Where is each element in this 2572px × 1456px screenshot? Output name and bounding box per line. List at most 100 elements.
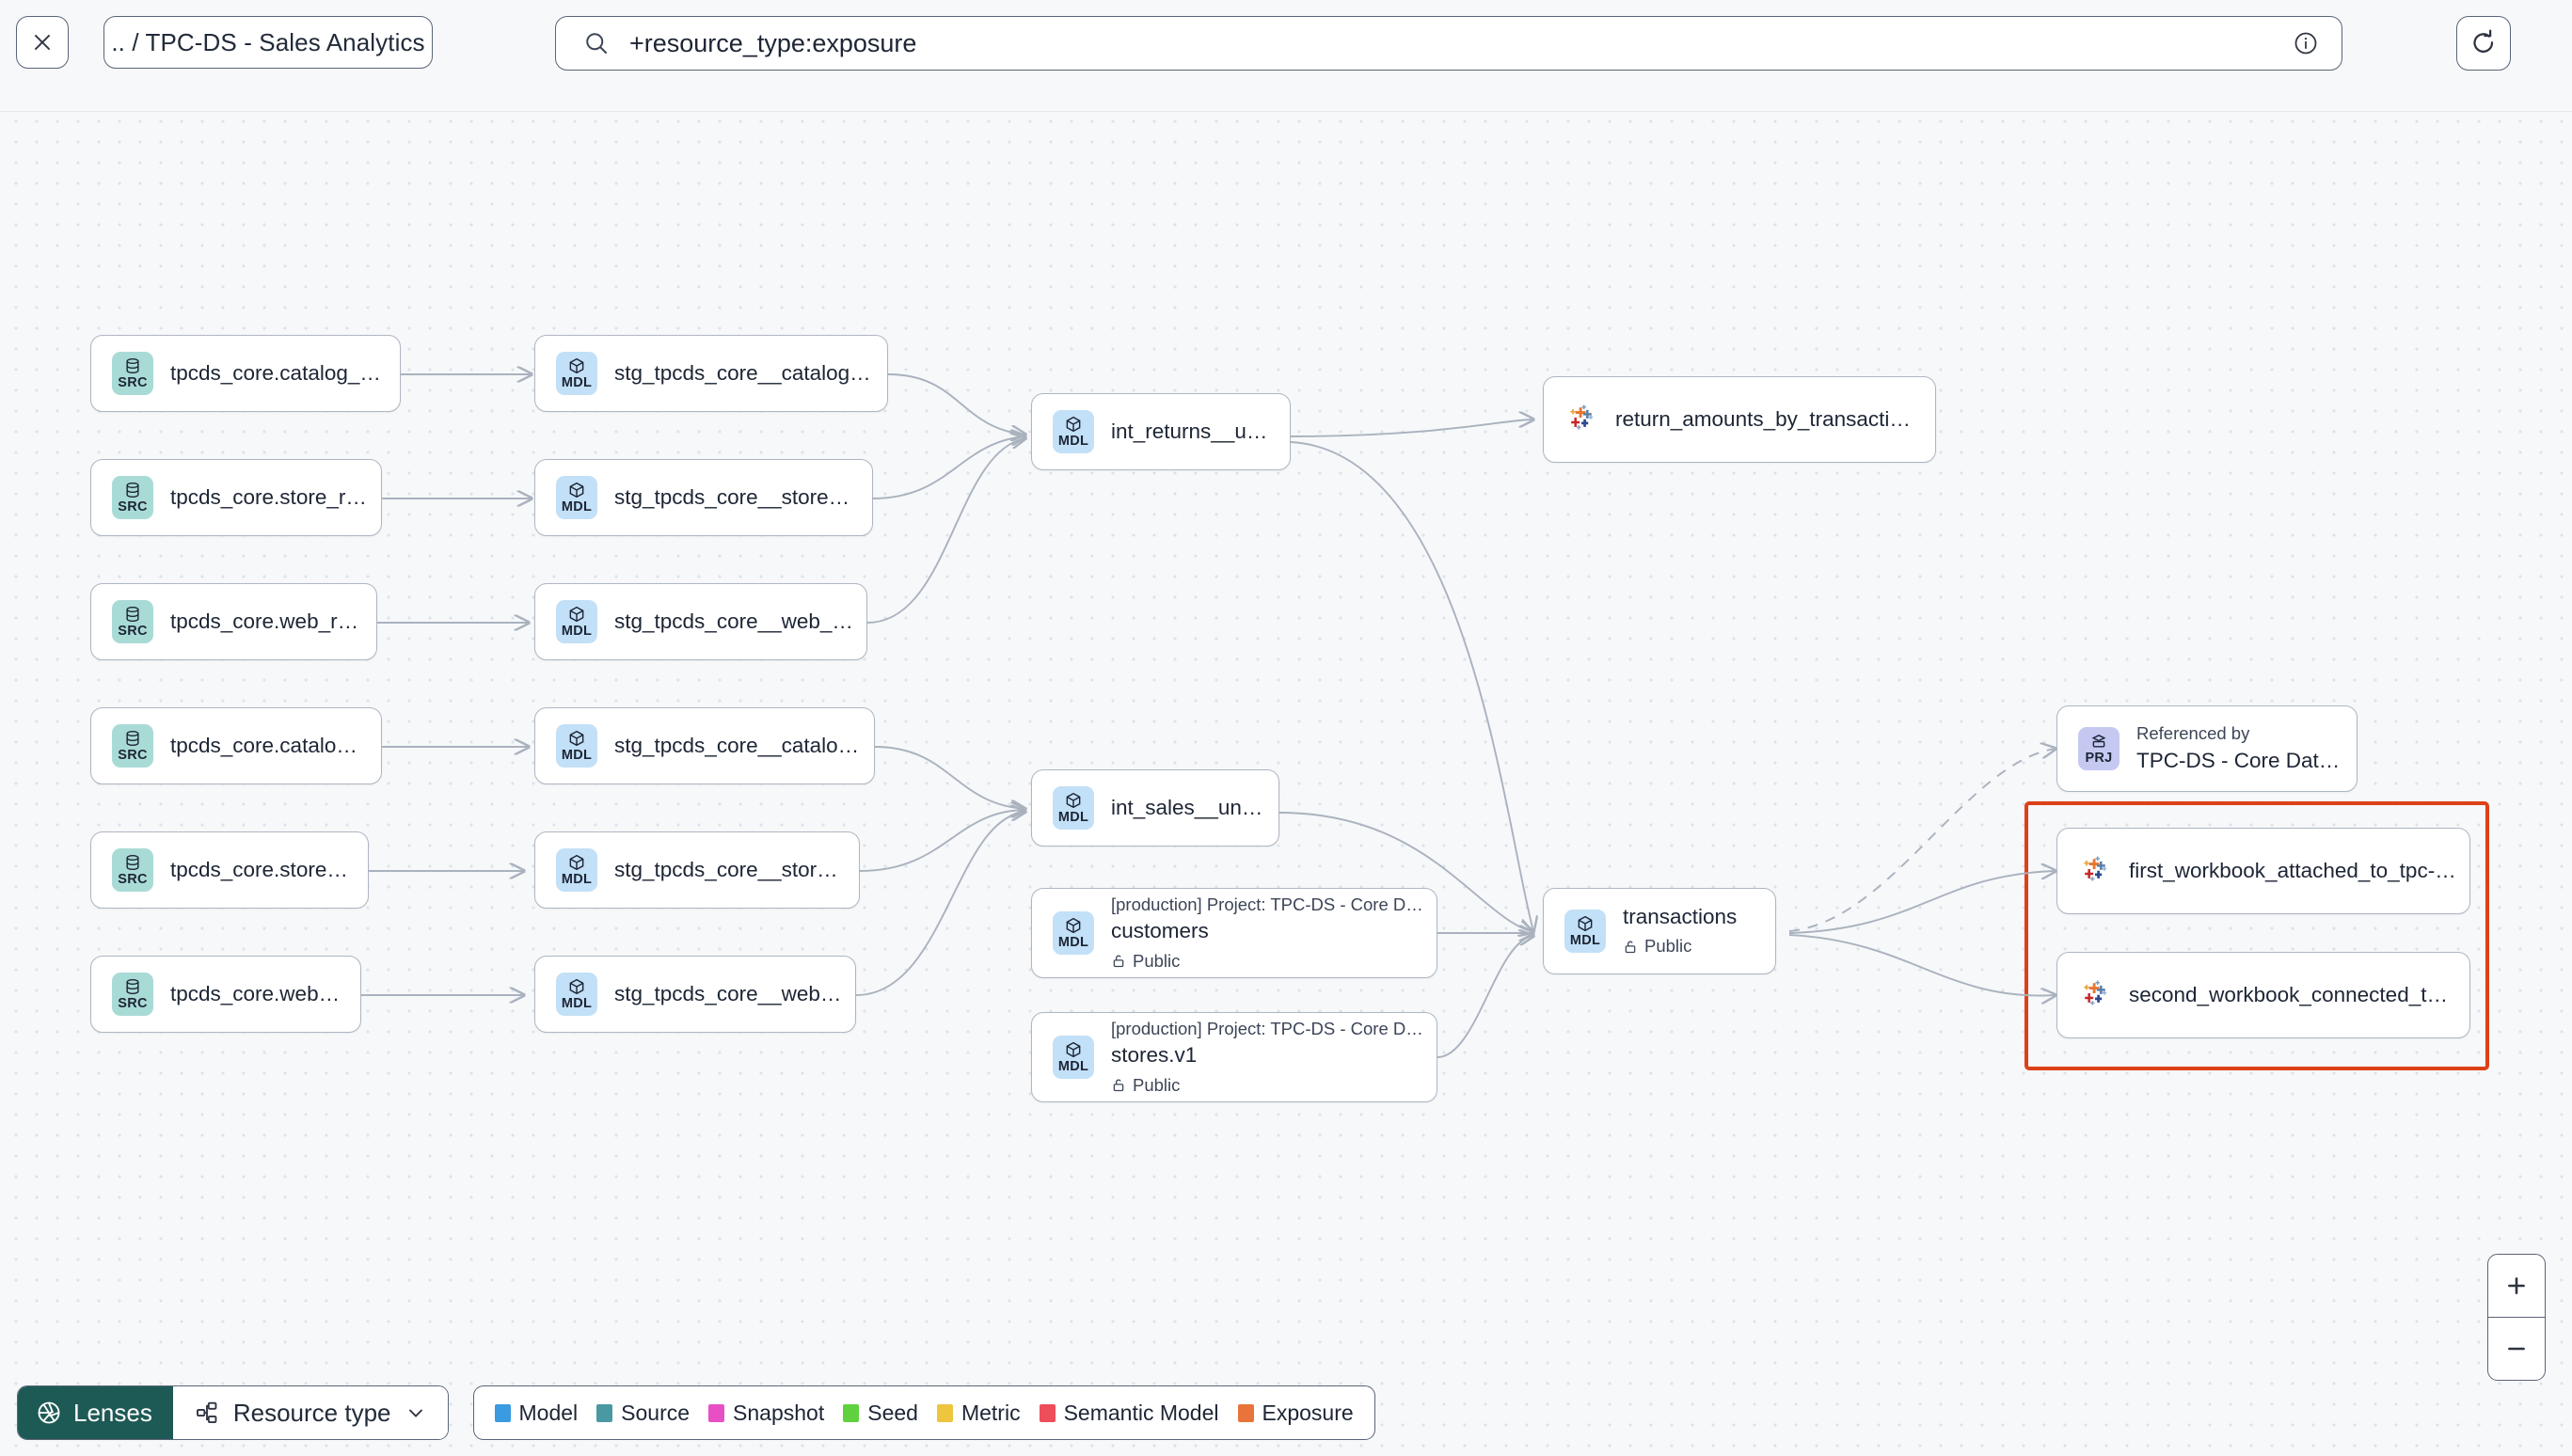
badge-code: SRC [118,499,148,515]
cube-icon [1066,1042,1081,1058]
database-icon [126,731,139,747]
node-title: first_workbook_attached_to_tpc-ds_-_… [2129,858,2456,882]
model-badge: MDL [1053,410,1094,453]
minus-icon [2508,1347,2525,1351]
node-title: stg_tpcds_core__store_returns [614,484,859,509]
breadcrumb[interactable]: .. / TPC-DS - Sales Analytics [103,16,433,69]
model-badge: MDL [556,848,597,892]
visibility-label: Public [1133,950,1181,971]
legend-item-semantic-model[interactable]: Semantic Model [1039,1400,1219,1426]
node-project-subtitle: [production] Project: TPC-DS - Core Data… [1111,894,1423,914]
resource-type-dropdown[interactable]: Resource type [172,1386,448,1439]
node-first-workbook[interactable]: first_workbook_attached_to_tpc-ds_-_… [2056,828,2470,914]
node-transactions[interactable]: MDL transactions Public [1543,888,1776,974]
node-int-sales-unioned[interactable]: MDL int_sales__unioned [1031,769,1279,847]
node-src-catalog-returns[interactable]: SRC tpcds_core.catalog_returns [90,335,401,412]
bottom-toolbar: Lenses Resource type Model [17,1385,1375,1440]
badge-code: SRC [118,872,148,888]
close-button[interactable] [16,16,69,69]
node-project-subtitle: [production] Project: TPC-DS - Core Data… [1111,1018,1423,1038]
node-title: stg_tpcds_core__web_returns [614,609,853,633]
node-src-web-returns[interactable]: SRC tpcds_core.web_returns [90,583,377,660]
node-title: stg_tpcds_core__web_sales [614,981,842,1005]
zoom-controls[interactable] [2487,1254,2546,1381]
cube-icon [1578,916,1593,932]
search-input[interactable]: +resource_type:exposure [555,16,2342,71]
node-stg-web-returns[interactable]: MDL stg_tpcds_core__web_returns [534,583,867,660]
legend-item-model[interactable]: Model [494,1401,578,1426]
refresh-button[interactable] [2456,16,2511,71]
node-title: int_returns__unioned [1111,419,1277,443]
node-src-catalog-sales[interactable]: SRC tpcds_core.catalog_sales [90,707,382,784]
zoom-out-button[interactable] [2488,1318,2545,1381]
node-stg-web-sales[interactable]: MDL stg_tpcds_core__web_sales [534,956,856,1033]
badge-code: MDL [561,624,593,640]
legend-item-metric[interactable]: Metric [936,1401,1021,1426]
legend-label: Semantic Model [1063,1400,1219,1425]
model-badge: MDL [556,973,597,1016]
node-int-returns-unioned[interactable]: MDL int_returns__unioned [1031,393,1291,470]
node-stg-catalog-returns[interactable]: MDL stg_tpcds_core__catalog_returns [534,335,888,412]
node-title: tpcds_core.catalog_returns [170,360,387,385]
node-src-store-returns[interactable]: SRC tpcds_core.store_returns [90,459,382,536]
node-title: int_sales__unioned [1111,795,1265,819]
legend-item-seed[interactable]: Seed [843,1401,918,1426]
node-title: tpcds_core.catalog_sales [170,733,368,757]
chevron-down-icon [408,1409,422,1417]
visibility-label: Public [1644,936,1692,957]
cube-icon [1066,918,1081,934]
database-icon [126,979,139,995]
node-stg-catalog-sales[interactable]: MDL stg_tpcds_core__catalog_sales [534,707,875,784]
unlock-icon [1113,955,1124,968]
resource-type-label: Resource type [232,1398,391,1427]
badge-code: SRC [118,748,148,764]
legend-item-snapshot[interactable]: Snapshot [708,1401,824,1426]
node-stores-v1[interactable]: MDL [production] Project: TPC-DS - Core … [1031,1012,1437,1102]
zoom-in-button[interactable] [2488,1255,2545,1318]
breadcrumb-label: .. / TPC-DS - Sales Analytics [111,27,425,56]
tableau-icon [1564,401,1598,439]
badge-code: MDL [1569,933,1601,949]
badge-code: SRC [118,996,148,1012]
info-icon[interactable] [2293,30,2319,56]
lenses-button[interactable]: Lenses [18,1386,173,1439]
node-visibility: Public [1111,1072,1423,1099]
legend-label: Snapshot [733,1400,825,1425]
refresh-icon [2473,29,2494,53]
stack-icon [2091,735,2106,748]
badge-code: MDL [1057,434,1089,450]
node-return-amounts-by-transaction-type[interactable]: return_amounts_by_transaction_type [1543,376,1936,463]
cube-icon [1066,793,1081,809]
node-referenced-by-project[interactable]: PRJ Referenced by TPC-DS - Core Data Mod… [2056,705,2358,792]
badge-code: SRC [118,624,148,640]
aperture-icon [38,1401,60,1424]
node-src-store-sales[interactable]: SRC tpcds_core.store_sales [90,831,369,909]
cube-icon [569,607,584,623]
source-badge: SRC [112,352,153,395]
source-badge: SRC [112,848,153,892]
badge-code: MDL [561,872,593,888]
node-title: stg_tpcds_core__catalog_returns [614,360,874,385]
tableau-icon [2078,976,2112,1015]
legend-swatch [596,1403,613,1422]
cube-icon [569,731,584,747]
cube-icon [569,483,584,499]
source-badge: SRC [112,476,153,519]
legend-item-source[interactable]: Source [596,1401,690,1426]
node-customers[interactable]: MDL [production] Project: TPC-DS - Core … [1031,888,1437,978]
node-second-workbook[interactable]: second_workbook_connected_to_live… [2056,952,2470,1038]
node-stg-store-returns[interactable]: MDL stg_tpcds_core__store_returns [534,459,873,536]
visibility-label: Public [1133,1074,1181,1095]
model-badge: MDL [1053,1036,1094,1079]
badge-code: PRJ [2085,751,2113,767]
model-badge: MDL [556,476,597,519]
badge-code: SRC [118,375,148,391]
legend-item-exposure[interactable]: Exposure [1237,1401,1354,1426]
lens-control-group: Lenses Resource type [17,1385,449,1440]
node-stg-store-sales[interactable]: MDL stg_tpcds_core__store_sales [534,831,860,909]
database-icon [126,358,139,374]
node-src-web-sales[interactable]: SRC tpcds_core.web_sales [90,956,361,1033]
badge-code: MDL [1057,1059,1089,1075]
